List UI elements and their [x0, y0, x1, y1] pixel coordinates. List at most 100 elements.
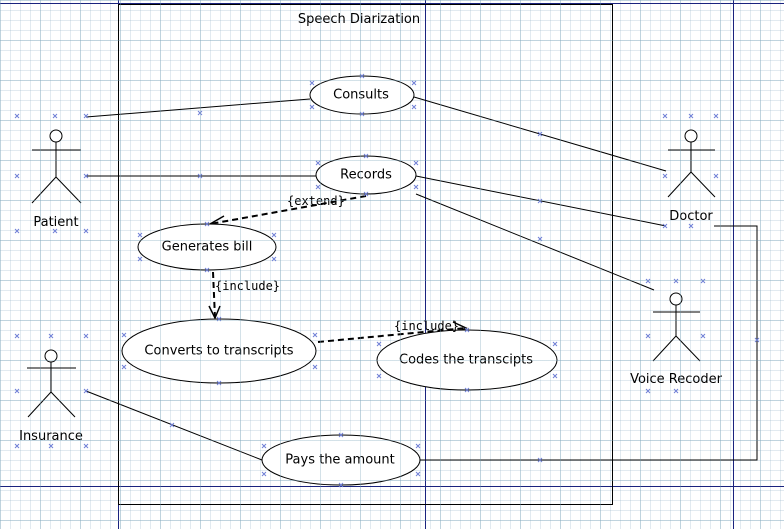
handle-marker [359, 73, 365, 79]
handle-marker [14, 443, 20, 449]
association-patient-consults[interactable] [85, 98, 311, 118]
handle-marker [359, 111, 365, 117]
actor-doctor-figure[interactable] [667, 129, 716, 198]
handle-marker [754, 337, 760, 343]
actor-insurance-figure[interactable] [27, 349, 76, 418]
use-case-consults-label: Consults [333, 87, 389, 103]
handle-marker [83, 113, 89, 119]
handle-marker [700, 333, 706, 339]
actor-leg [55, 176, 82, 204]
handle-marker [713, 173, 719, 179]
handle-marker [415, 443, 421, 449]
handle-marker [137, 232, 143, 238]
extend-dependency[interactable] [209, 195, 367, 225]
handle-marker [376, 373, 382, 379]
handle-marker [552, 373, 558, 379]
handle-marker [411, 104, 417, 110]
actor-leg [690, 171, 716, 198]
selection-handles [14, 73, 760, 488]
handle-marker [14, 228, 20, 234]
use-case-generates-bill-label: Generates bill [161, 239, 253, 255]
actor-insurance-label: Insurance [19, 429, 83, 444]
handle-marker [537, 131, 543, 137]
handle-marker [14, 388, 20, 394]
actor-head [669, 292, 683, 306]
actor-leg [667, 171, 692, 198]
handle-marker [48, 443, 54, 449]
actor-leg [652, 335, 677, 362]
actor-doctor-label: Doctor [669, 209, 713, 224]
handle-marker [363, 191, 369, 197]
handle-marker [315, 160, 321, 166]
handle-marker [309, 104, 315, 110]
actor-patient-label: Patient [33, 215, 79, 230]
handle-marker [537, 457, 543, 463]
handle-marker [312, 364, 318, 370]
use-case-converts-to-transcripts-label: Converts to transcripts [144, 343, 294, 359]
handle-marker [204, 221, 210, 227]
actor-patient-figure[interactable] [31, 129, 82, 204]
handle-marker [271, 232, 277, 238]
use-case-pays-the-amount-label: Pays the amount [285, 452, 395, 468]
actor-voice-recoder-figure[interactable] [652, 292, 701, 362]
handle-marker [413, 160, 419, 166]
handle-marker [83, 333, 89, 339]
handle-marker [688, 113, 694, 119]
handle-marker [14, 173, 20, 179]
handle-marker [261, 471, 267, 477]
handle-marker [197, 173, 203, 179]
use-case-codes-the-transcipts-label: Codes the transcipts [399, 352, 533, 368]
handle-marker [121, 332, 127, 338]
include-dependency-bill-convert[interactable] [212, 271, 216, 319]
handle-marker [216, 380, 222, 386]
include-stereotype-label: {include} [215, 279, 281, 293]
include-dependency-convert-codes[interactable] [317, 327, 467, 343]
extend-stereotype-label: {extend} [287, 194, 345, 208]
actor-leg [31, 176, 57, 204]
handle-marker [411, 80, 417, 86]
handle-marker [312, 332, 318, 338]
dependencies [209, 195, 467, 343]
system-title: Speech Diarization [297, 12, 421, 27]
handle-marker [83, 173, 89, 179]
actor-leg [675, 335, 701, 362]
handle-marker [363, 153, 369, 159]
actor-leg [27, 391, 52, 418]
actor-voice-recoder-label: Voice Recoder [630, 372, 722, 387]
handle-marker [52, 228, 58, 234]
system-boundary[interactable] [118, 4, 613, 505]
use-case-records-label: Records [340, 167, 392, 183]
association-insurance-pays[interactable] [85, 390, 263, 461]
association-pays-doctor[interactable] [418, 225, 758, 461]
handle-marker [662, 223, 668, 229]
handle-marker [645, 388, 651, 394]
association-records-doctor[interactable] [415, 175, 667, 227]
handle-marker [662, 173, 668, 179]
open-arrowhead [208, 305, 221, 320]
handle-marker [309, 80, 315, 86]
handle-marker [261, 443, 267, 449]
handle-marker [413, 184, 419, 190]
handle-marker [537, 236, 543, 242]
handle-marker [14, 333, 20, 339]
handle-marker [83, 228, 89, 234]
association-records-voice[interactable] [415, 193, 655, 291]
handle-marker [673, 388, 679, 394]
handle-marker [14, 113, 20, 119]
handle-marker [713, 113, 719, 119]
handle-marker [83, 388, 89, 394]
actor-leg [50, 391, 76, 418]
include-stereotype-label: {include} [394, 319, 460, 333]
handle-marker [645, 333, 651, 339]
associations [85, 96, 758, 461]
handle-marker [48, 333, 54, 339]
handle-marker [338, 482, 344, 488]
handle-marker [662, 113, 668, 119]
handle-marker [688, 223, 694, 229]
actor-head [684, 129, 698, 143]
handle-marker [464, 327, 470, 333]
handle-marker [315, 184, 321, 190]
handle-marker [464, 387, 470, 393]
